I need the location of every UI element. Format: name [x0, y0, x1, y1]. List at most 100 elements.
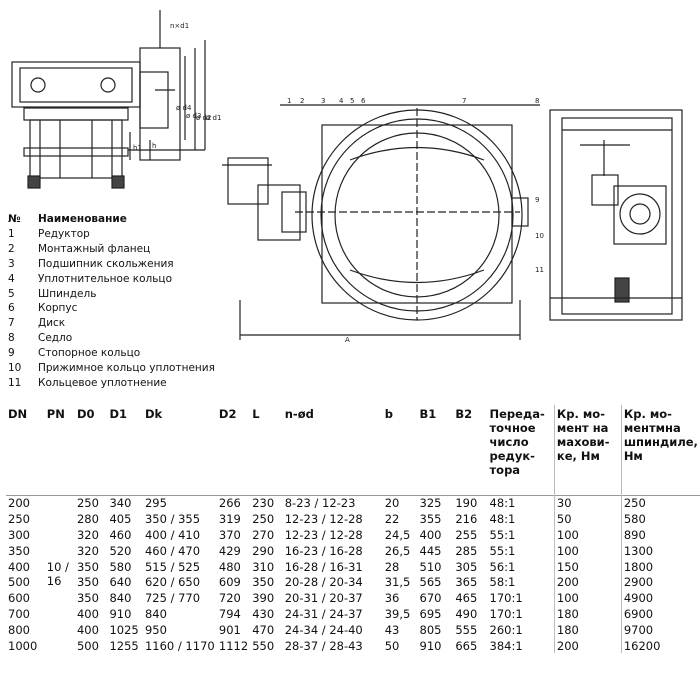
table-cell: 665: [455, 638, 478, 653]
dim-label: h1: [133, 144, 142, 152]
table-cell: 250: [252, 512, 275, 527]
table-cell: 350: [76, 575, 99, 590]
pn-cell: 10 / 16: [44, 494, 75, 654]
legend-item-name: Уплотнительное кольцо: [38, 272, 173, 285]
table-cell: 405: [109, 512, 132, 527]
table-cell: 600: [8, 591, 30, 606]
table-cell: 470: [252, 622, 275, 637]
table-cell: 1800: [620, 558, 700, 575]
table-cell: 910: [109, 606, 132, 621]
table-cell: 800: [8, 622, 30, 637]
table-cell: 216: [455, 512, 478, 527]
table-cell: 250: [620, 494, 700, 512]
table-cell: 1112: [218, 638, 249, 653]
valve-side-section: [549, 109, 683, 321]
table-cell: 725 / 770: [144, 591, 201, 606]
table-cell: 310: [252, 559, 275, 574]
table-cell: 350: [76, 591, 99, 606]
callout-label: 5: [350, 97, 354, 105]
table-cell: 200: [553, 637, 622, 654]
table-cell: 805: [419, 622, 442, 637]
table-cell: 16-23 / 16-28: [284, 543, 363, 558]
table-header-cell: Кр. мо-ментмна шпиндиле, Нм: [620, 405, 700, 495]
table-cell: 30: [553, 494, 622, 512]
table-cell: 430: [252, 606, 275, 621]
callout-label: 10: [535, 232, 544, 240]
table-cell: 285: [455, 543, 478, 558]
table-cell: 609: [218, 575, 241, 590]
table-cell: 580: [109, 559, 132, 574]
legend-header-num: №: [8, 213, 21, 225]
table-cell: 350: [252, 575, 275, 590]
table-header-cell: Переда-точное число редук-тора: [489, 407, 545, 477]
table-cell: 500: [8, 575, 30, 590]
callout-label: 7: [462, 97, 466, 105]
table-cell: 43: [384, 622, 400, 637]
table-cell: 4900: [620, 590, 700, 607]
table-cell: 170:1: [489, 591, 523, 606]
table-cell: 100: [553, 542, 622, 559]
table-cell: 230: [250, 494, 283, 512]
table-cell: 350: [8, 543, 30, 558]
table-cell: 266: [216, 494, 251, 512]
table-cell: 840: [109, 591, 132, 606]
legend-item-num: 2: [8, 242, 15, 255]
table-cell: 460: [109, 527, 132, 542]
callout-label: 11: [535, 266, 544, 274]
dim-label: n×d1: [170, 22, 189, 30]
table-cell: 200: [6, 494, 45, 512]
table-cell: 290: [252, 543, 275, 558]
table-cell: 1160 / 1170: [144, 638, 215, 653]
table-cell: 20-28 / 20-34: [284, 575, 363, 590]
table-cell: 365: [455, 575, 478, 590]
table-cell: 1300: [620, 542, 700, 559]
callout-label: 9: [535, 196, 539, 204]
gearbox-front-view: [11, 10, 206, 189]
table-cell: 555: [455, 622, 478, 637]
table-cell: 28: [384, 559, 400, 574]
table-cell: 325: [417, 494, 454, 512]
table-cell: 100: [553, 590, 622, 607]
callout-label: 6: [361, 97, 366, 105]
callout-label: 1: [287, 97, 291, 105]
table-cell: 480: [218, 559, 241, 574]
legend-item-name: Корпус: [38, 302, 78, 315]
table-cell: 250: [74, 494, 108, 512]
table-cell: 400: [76, 622, 99, 637]
table-cell: 400: [76, 606, 99, 621]
dim-label: h: [152, 142, 156, 150]
table-cell: 180: [553, 606, 622, 622]
table-cell: 901: [218, 622, 241, 637]
legend-item-name: Кольцевое уплотнение: [38, 376, 167, 389]
table-cell: 300: [8, 527, 30, 542]
table-header-cell: D0: [76, 407, 95, 421]
dim-label: ø d1: [206, 114, 221, 122]
table-cell: 910: [419, 638, 442, 653]
legend-item-num: 1: [8, 227, 15, 240]
table-cell: 700: [8, 606, 30, 621]
legend-item-name: Стопорное кольцо: [38, 347, 141, 360]
table-cell: 295: [142, 494, 217, 512]
table-cell: 31,5: [384, 575, 411, 590]
table-cell: 720: [218, 591, 241, 606]
table-cell: 400 / 410: [144, 527, 201, 542]
table-cell: 305: [455, 559, 478, 574]
table-cell: 170:1: [489, 606, 523, 621]
table-cell: 56:1: [489, 559, 516, 574]
table-cell: 355: [419, 512, 442, 527]
legend-item-name: Седло: [38, 332, 73, 345]
table-cell: 270: [252, 527, 275, 542]
